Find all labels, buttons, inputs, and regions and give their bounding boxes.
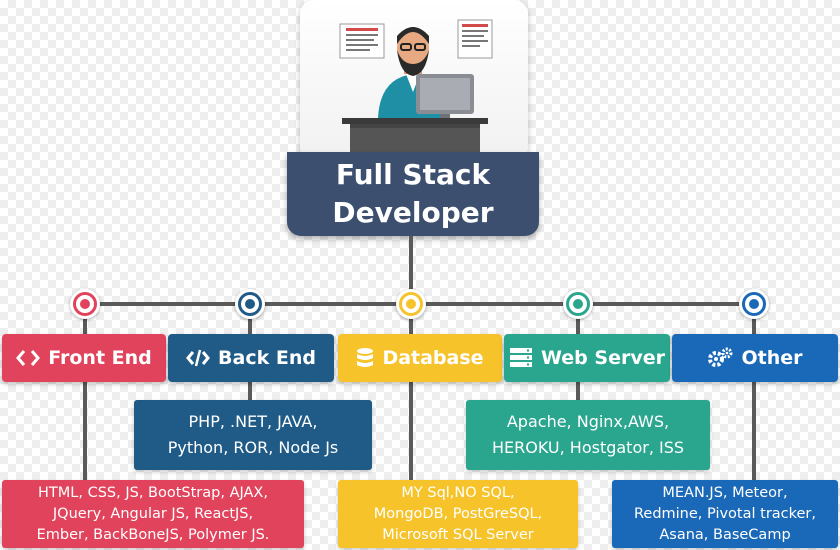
code-slash-icon: [186, 349, 210, 367]
category-label-database: Database: [382, 347, 484, 369]
web-server-details: Apache, Nginx,AWS, HEROKU, Hostgator, IS…: [466, 400, 710, 470]
front-end-detail-line: HTML, CSS, JS, BootStrap, AJAX,: [38, 484, 268, 501]
back-end-node: [235, 289, 265, 319]
other-detail-line: Redmine, Pivotal tracker,: [633, 505, 817, 522]
title-box: Full Stack Developer: [287, 152, 539, 236]
title-line-1: Full Stack: [335, 158, 491, 191]
web-server-node: [563, 289, 593, 319]
title-connector-line: [409, 236, 413, 304]
category-label-front-end: Front End: [48, 347, 152, 369]
front-end-drop-line: [83, 310, 87, 485]
server-icon: [509, 347, 533, 369]
title-line-2: Developer: [332, 196, 494, 229]
other-detail-line: Asana, BaseCamp: [659, 526, 791, 543]
back-end-detail-line: Python, ROR, Node Js: [167, 438, 339, 457]
back-end-detail-line: PHP, .NET, JAVA,: [188, 412, 318, 431]
database-icon: [356, 347, 374, 369]
other-drop-line: [752, 310, 756, 485]
front-end-details: HTML, CSS, JS, BootStrap, AJAX, JQuery, …: [2, 480, 304, 548]
category-label-web-server: Web Server: [541, 347, 665, 369]
web-server-detail-line: HEROKU, Hostgator, ISS: [491, 438, 685, 457]
database-detail-line: MongoDB, PostGreSQL,: [373, 505, 543, 522]
back-end-details: PHP, .NET, JAVA, Python, ROR, Node Js: [134, 400, 372, 470]
monitor-icon: [416, 74, 474, 120]
category-label-back-end: Back End: [218, 347, 316, 369]
front-end-node: [70, 289, 100, 319]
front-end-detail-line: JQuery, Angular JS, ReactJS,: [52, 505, 254, 522]
category-web-server: Web Server: [504, 334, 670, 382]
other-details: MEAN.JS, Meteor, Redmine, Pivotal tracke…: [612, 480, 838, 548]
other-node: [739, 289, 769, 319]
developer-illustration-card: [300, 0, 528, 162]
document-right-icon: [457, 19, 493, 59]
developer-illustration: [339, 19, 493, 158]
other-detail-line: MEAN.JS, Meteor,: [662, 484, 788, 501]
code-icon: [16, 349, 41, 367]
front-end-detail-line: Ember, BackBoneJS, Polymer JS.: [36, 526, 270, 543]
web-server-detail-line: Apache, Nginx,AWS,: [506, 412, 670, 431]
gears-icon: [707, 347, 733, 369]
database-detail-line: Microsoft SQL Server: [382, 526, 534, 543]
document-left-icon: [339, 23, 385, 59]
database-detail-line: MY Sql,NO SQL,: [401, 484, 515, 501]
category-database: Database: [338, 334, 502, 382]
category-other: Other: [672, 334, 838, 382]
category-front-end: Front End: [2, 334, 166, 382]
database-drop-line: [409, 310, 413, 485]
category-label-other: Other: [741, 347, 803, 369]
category-back-end: Back End: [168, 334, 334, 382]
database-node: [396, 289, 426, 319]
database-details: MY Sql,NO SQL, MongoDB, PostGreSQL, Micr…: [338, 480, 578, 548]
